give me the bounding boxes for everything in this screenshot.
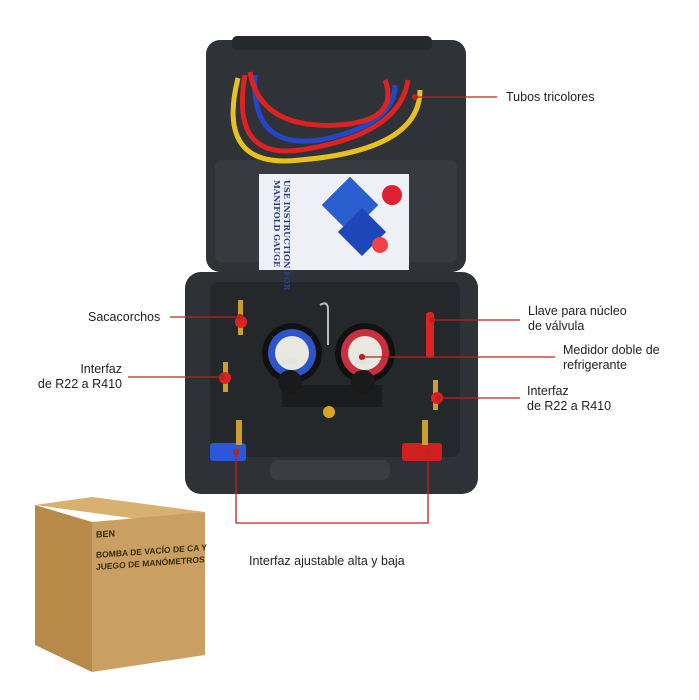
low-gauge-label: LOW [282, 360, 296, 366]
high-gauge-label: HIGH [355, 360, 370, 366]
label-tubes: Tubos tricolores [506, 90, 595, 104]
tricolor-hoses [230, 71, 423, 164]
box-brand: BEN [96, 528, 116, 540]
label-corkscrew: Sacacorchos [88, 310, 161, 324]
shipping-box [35, 497, 205, 520]
leader-lines [128, 93, 555, 524]
label-coupler: Interfaz ajustable alta y baja [249, 554, 405, 568]
blue-coupler [210, 443, 246, 461]
red-coupler [402, 443, 442, 461]
